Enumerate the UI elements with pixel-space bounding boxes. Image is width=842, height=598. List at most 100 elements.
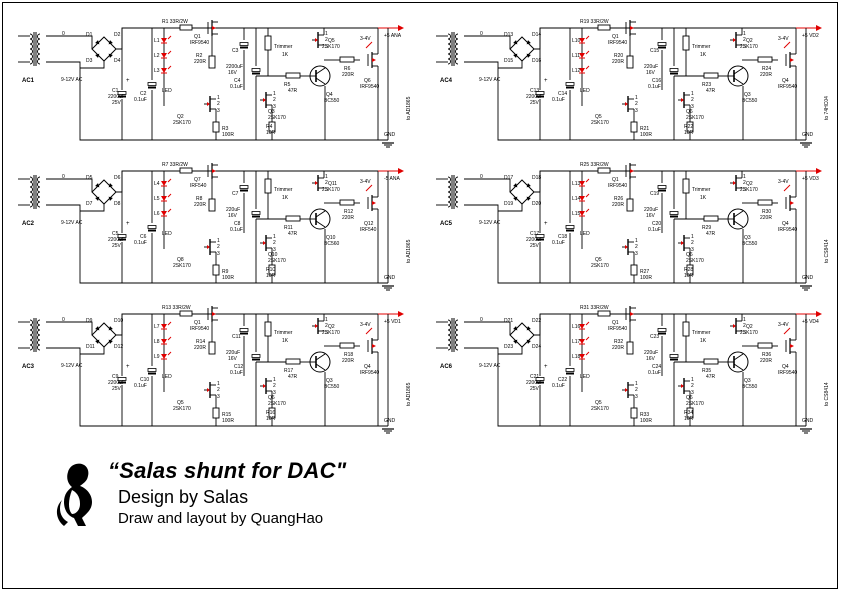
mosfet-arrow: [630, 169, 634, 173]
led-arrow: [585, 193, 590, 198]
led-label: L17: [572, 339, 581, 345]
led-label: L9: [154, 354, 160, 360]
jfet-arrow: [681, 98, 684, 102]
trimmer-value: 1K: [282, 195, 289, 201]
rail-label: +5 VD2: [802, 33, 819, 39]
zener-arrow: [783, 327, 791, 335]
transistor-type: 2SK170: [322, 330, 340, 336]
transistor-label: Q4: [782, 364, 789, 370]
diode-icon: [95, 40, 100, 45]
transistor-type: 2SK170: [686, 258, 704, 264]
drawing-title: “Salas shunt for DAC": [108, 458, 347, 483]
resistor-value: 10R: [266, 416, 276, 422]
led-icon: [579, 324, 585, 329]
diode-icon: [95, 339, 100, 344]
transistor-label: Q11: [328, 181, 337, 187]
transistor-label: Q3: [744, 378, 751, 384]
transistor-label: Q6: [268, 395, 275, 401]
wire: [80, 347, 105, 355]
pin-number: 1: [273, 377, 276, 383]
output-arrow: [398, 25, 404, 31]
pin-number: 3: [217, 108, 220, 114]
mosfet-arrow: [790, 201, 794, 205]
diode-label: D17: [504, 175, 513, 181]
capacitor-value: 2200uF: [108, 237, 125, 243]
resistor-value: 100R: [222, 132, 234, 138]
led-label: LED: [580, 88, 590, 94]
capacitor-value: 0.1uF: [552, 240, 565, 246]
capacitor-rating: 16V: [646, 70, 656, 76]
capacitor-value: 0.1uF: [230, 370, 243, 376]
led-arrow: [585, 351, 590, 356]
resistor-label: R18: [344, 352, 353, 358]
capacitor-symbol: [565, 225, 575, 229]
mosfet-arrow: [790, 344, 794, 348]
pin-number: 1: [325, 317, 328, 323]
trimmer-label: Trimmer: [692, 44, 711, 50]
pin-number: 1: [743, 31, 746, 37]
diode-label: D7: [86, 201, 93, 207]
pin-number: 3: [273, 247, 276, 253]
capacitor-rating: 25V: [530, 100, 540, 106]
transformer-tap-label: 0: [62, 317, 65, 323]
pin-number: 2: [217, 101, 220, 107]
resistor-value: 47R: [288, 374, 298, 380]
ground-label: GND: [802, 275, 814, 281]
resistor-symbol: [208, 198, 216, 212]
transistor-type: 2SK170: [173, 406, 191, 412]
capacitor-value: 0.1uF: [648, 227, 661, 233]
transformer-tap-label: 0: [62, 31, 65, 37]
transistor-type: IRF9540: [608, 326, 627, 332]
transistor-label: Q1: [612, 320, 619, 326]
capacitor-label: C21: [530, 374, 539, 380]
resistor-label: R15: [222, 412, 231, 418]
diode-label: D16: [532, 58, 541, 64]
mosfet-arrow: [372, 201, 376, 205]
diode-icon: [108, 183, 113, 188]
resistor-label: R35: [702, 368, 711, 374]
transistor-label: Q6: [364, 78, 371, 84]
resistor-symbol: [597, 167, 611, 174]
capacitor-label: C19: [650, 191, 659, 197]
capacitor-plate: [536, 238, 544, 241]
diode-label: D3: [86, 58, 93, 64]
resistor-value: 220R: [612, 345, 624, 351]
capacitor-symbol: [657, 328, 667, 332]
resistor-symbol: [703, 358, 719, 365]
capacitor-label: C2: [140, 91, 147, 97]
target-label: to AD1865: [406, 239, 412, 263]
wire: [80, 204, 105, 212]
output-arrow: [398, 311, 404, 317]
diode-label: D12: [114, 344, 123, 350]
rail-label: +5 VD3: [802, 176, 819, 182]
capacitor-plate: [148, 372, 156, 375]
resistor-label: R29: [702, 225, 711, 231]
resistor-symbol: [757, 56, 773, 63]
resistor-symbol: [285, 72, 301, 79]
resistor-label: R16: [266, 410, 275, 416]
resistor-label: R1 33R/2W: [162, 19, 188, 25]
capacitor-value: 2200uF: [526, 94, 543, 100]
coil-secondary: [37, 58, 41, 65]
capacitor-label: C6: [140, 234, 147, 240]
capacitor-rating: 25V: [112, 386, 122, 392]
led-arrow: [167, 50, 172, 55]
pin-number: 1: [273, 91, 276, 97]
capacitor-rating: 25V: [530, 243, 540, 249]
capacitor-plate: [536, 95, 544, 98]
led-arrow: [585, 321, 590, 326]
capacitor-plate: [252, 215, 260, 218]
capacitor-label: C8: [234, 221, 241, 227]
resistor-label: R7 33R/2W: [162, 162, 188, 168]
jfet-arrow: [681, 241, 684, 245]
capacitor-symbol: [669, 211, 679, 215]
ground-label: GND: [384, 275, 396, 281]
target-label: to AD1865: [406, 382, 412, 406]
mosfet-arrow: [372, 58, 376, 62]
led-icon: [161, 38, 167, 43]
transformer-name: AC4: [440, 78, 453, 84]
capacitor-value: 0.1uF: [648, 84, 661, 90]
coil-secondary: [455, 344, 459, 351]
capacitor-label: C23: [650, 334, 659, 340]
